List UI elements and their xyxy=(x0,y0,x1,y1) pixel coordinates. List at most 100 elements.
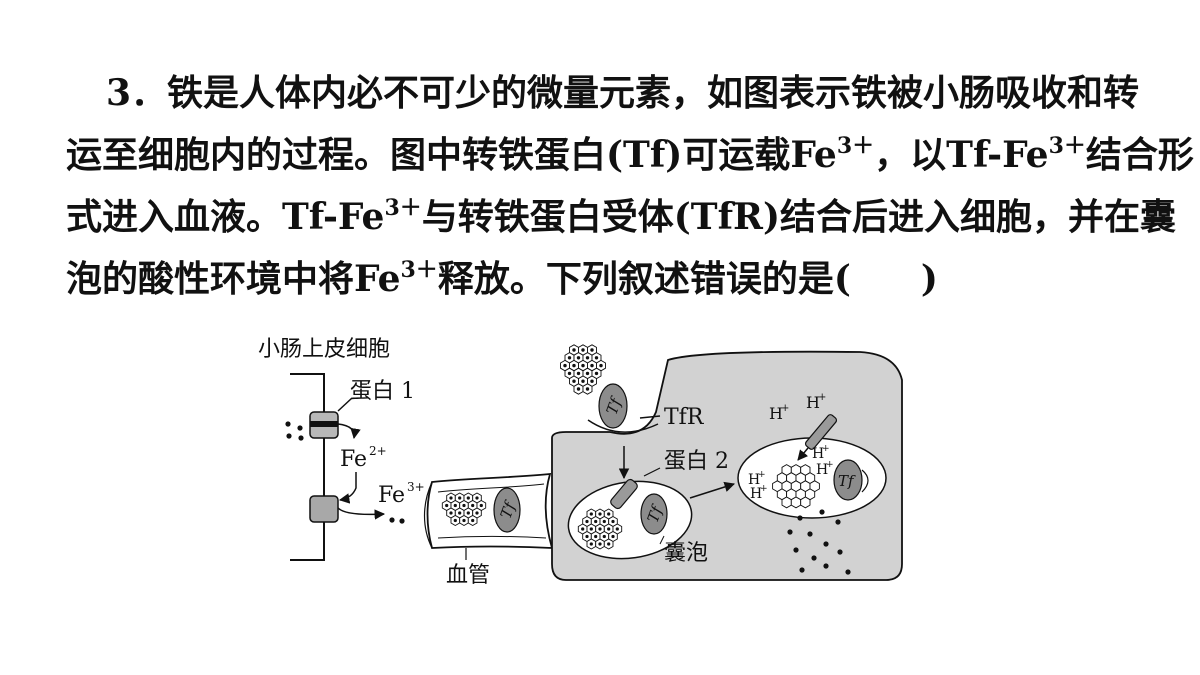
svg-text:H: H xyxy=(748,472,760,488)
svg-text:H: H xyxy=(769,404,783,423)
iron-atom xyxy=(590,348,594,352)
arrow-to-fe2 xyxy=(337,423,361,440)
svg-text:+: + xyxy=(760,484,768,494)
svg-text:+: + xyxy=(758,470,766,480)
iron-atom xyxy=(471,503,475,508)
iron-atom xyxy=(462,518,466,523)
iron-atom xyxy=(585,371,590,376)
label-blood-vessel: 血管 xyxy=(446,563,490,588)
iron-atom xyxy=(581,527,585,531)
iron-atom xyxy=(589,542,593,546)
svg-text:H: H xyxy=(812,446,824,462)
protein-2 xyxy=(610,478,638,510)
question-line-3: 式进入血液。Tf-Fe3＋与转铁蛋白受体(TfR)结合后进入细胞，并在囊 xyxy=(66,195,1177,238)
iron-atom xyxy=(594,356,599,360)
iron-atom xyxy=(607,512,611,516)
tf-vessel xyxy=(493,487,521,533)
label-fe3-charge: 3+ xyxy=(407,480,425,494)
iron-atom xyxy=(589,512,593,516)
iron-atom xyxy=(466,511,470,515)
iron-atom xyxy=(576,371,581,376)
arrow-vesicle-transition xyxy=(689,481,736,499)
tfr-receptor xyxy=(587,419,659,433)
svg-text:+: + xyxy=(818,392,826,403)
iron-atom xyxy=(458,496,462,500)
iron-atom xyxy=(475,511,479,515)
iron-atom xyxy=(567,371,572,376)
protein-1-pointer xyxy=(337,397,353,412)
blood-vessel: Tf 血管 xyxy=(423,472,554,588)
iron-atom xyxy=(445,503,449,508)
iron-atom xyxy=(585,356,590,360)
iron-atom xyxy=(594,371,599,376)
iron-atom xyxy=(615,527,619,531)
iron-atom xyxy=(449,511,453,515)
iron-hex-cell xyxy=(800,496,811,509)
svg-text:+: + xyxy=(781,403,789,414)
label-intestinal-cell: 小肠上皮细胞 xyxy=(258,337,390,362)
iron-atom xyxy=(576,387,581,391)
arrow-to-vessel xyxy=(337,507,386,520)
tf-external xyxy=(598,383,628,429)
basolateral-transporter xyxy=(309,495,339,523)
iron-atom xyxy=(585,519,589,524)
iron-atom xyxy=(598,542,602,546)
iron-atom xyxy=(479,503,483,508)
iron-atom xyxy=(594,534,598,539)
iron-atom xyxy=(576,356,581,360)
iron-atom xyxy=(572,379,576,383)
tf-fe3-complex-vesicle xyxy=(577,508,623,550)
tf-vesicle-2 xyxy=(833,459,863,501)
iron-atom xyxy=(585,534,589,539)
iron-atom xyxy=(458,511,462,515)
iron-atom xyxy=(598,512,602,516)
iron-atom xyxy=(599,363,603,368)
protons: H+ H+ H+ H+ H+ H+ xyxy=(748,392,834,502)
iron-atom xyxy=(471,518,475,523)
arrow-fe2-to-protein xyxy=(338,472,357,504)
iron-atom xyxy=(590,363,594,368)
tf-vesicle-1 xyxy=(640,493,668,535)
iron-atom xyxy=(607,527,611,531)
svg-text:+: + xyxy=(826,460,834,470)
tf-fe3-complex-vessel xyxy=(441,492,487,527)
iron-atom xyxy=(475,496,479,500)
label-protein-1: 蛋白 1 xyxy=(350,379,415,404)
iron-atom xyxy=(466,496,470,500)
iron-hex-cell xyxy=(781,496,792,509)
iron-atom xyxy=(594,519,598,524)
iron-atom xyxy=(585,387,590,391)
iron-atom xyxy=(572,363,576,368)
iron-atom xyxy=(590,379,594,383)
svg-text:H: H xyxy=(750,486,762,502)
iron-atom xyxy=(602,534,606,539)
iron-atom xyxy=(449,496,453,500)
question-line-2: 运至细胞内的过程。图中转铁蛋白(Tf)可运载Fe3＋，以Tf-Fe3＋结合形 xyxy=(66,133,1194,176)
fe3-cluster-released xyxy=(772,464,820,509)
label-protein-2: 蛋白 2 xyxy=(664,449,729,474)
label-fe3: Fe xyxy=(378,483,405,508)
iron-atom xyxy=(598,527,602,531)
iron-atom xyxy=(611,519,615,524)
iron-atom xyxy=(563,363,567,368)
iron-atom xyxy=(607,542,611,546)
iron-atom xyxy=(581,348,585,352)
iron-atom xyxy=(567,356,572,360)
label-tfr: TfR xyxy=(664,405,705,430)
iron-atom xyxy=(572,348,576,352)
label-vesicle: 囊泡 xyxy=(664,541,708,566)
intestinal-membrane xyxy=(290,373,325,561)
svg-text:+: + xyxy=(822,444,830,454)
iron-atom xyxy=(453,503,457,508)
iron-atom xyxy=(462,503,466,508)
svg-text:H: H xyxy=(806,393,820,412)
question-line-1: 3．铁是人体内必不可少的微量元素，如图表示铁被小肠吸收和转 xyxy=(106,72,1140,114)
proton-pump xyxy=(804,414,838,450)
iron-dots-lumen xyxy=(285,421,304,441)
tf-vesicle-2-label: Tf xyxy=(838,472,856,490)
fe3-dot-1 xyxy=(389,517,395,523)
fe3-dot-2 xyxy=(399,518,405,524)
label-fe2-charge: 2+ xyxy=(369,444,387,458)
label-fe2: Fe xyxy=(340,447,367,472)
